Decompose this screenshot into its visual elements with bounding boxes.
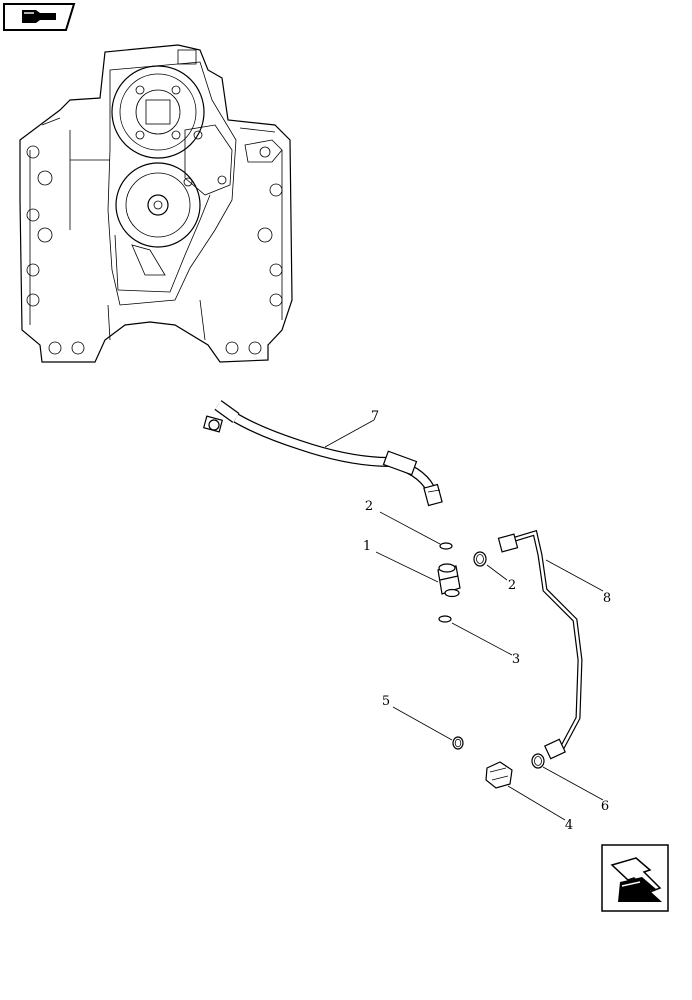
part-8-pipe[interactable] [497,529,583,760]
part-4-cap[interactable] [485,761,513,789]
callout-3: 3 [512,652,520,667]
part-6-o-ring[interactable] [531,753,545,769]
part-7-hose[interactable] [202,400,443,507]
previous-page-icon[interactable] [3,3,76,31]
callout-8: 8 [603,591,611,606]
callout-2: 2 [508,578,516,593]
part-2-washer[interactable] [439,542,453,550]
callout-1: 1 [363,539,371,554]
callouts: 7 2 1 2 8 3 5 6 4 [363,409,611,833]
transmission-housing [19,44,293,363]
part-2-o-ring[interactable] [473,551,487,567]
callout-4: 4 [565,818,573,833]
callout-2: 2 [365,499,373,514]
part-3-washer[interactable] [438,615,452,623]
callout-6: 6 [601,799,609,814]
part-1-fitting[interactable] [437,563,461,598]
leader-lines [324,419,604,821]
callout-5: 5 [382,694,390,709]
callout-7: 7 [371,409,379,424]
next-page-icon[interactable] [601,844,669,912]
part-5-seal[interactable] [452,736,464,750]
